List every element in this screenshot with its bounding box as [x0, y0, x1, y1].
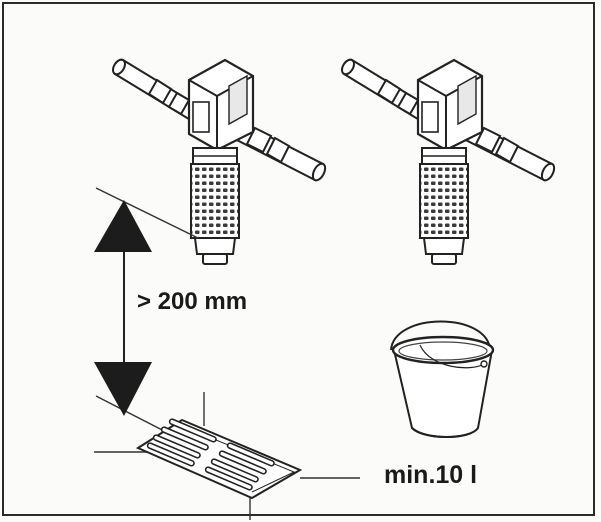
bucket-icon — [390, 320, 495, 438]
diagram-frame — [2, 2, 595, 516]
filter-unit-right — [338, 56, 558, 266]
filter-unit-left — [109, 56, 329, 266]
lower-reference-line — [95, 395, 171, 435]
upper-reference-line — [95, 187, 199, 239]
volume-label: min.10 l — [384, 461, 478, 489]
distance-label: > 200 mm — [137, 288, 248, 315]
double-arrow-icon — [94, 200, 152, 416]
floor-drain-icon — [94, 392, 360, 520]
